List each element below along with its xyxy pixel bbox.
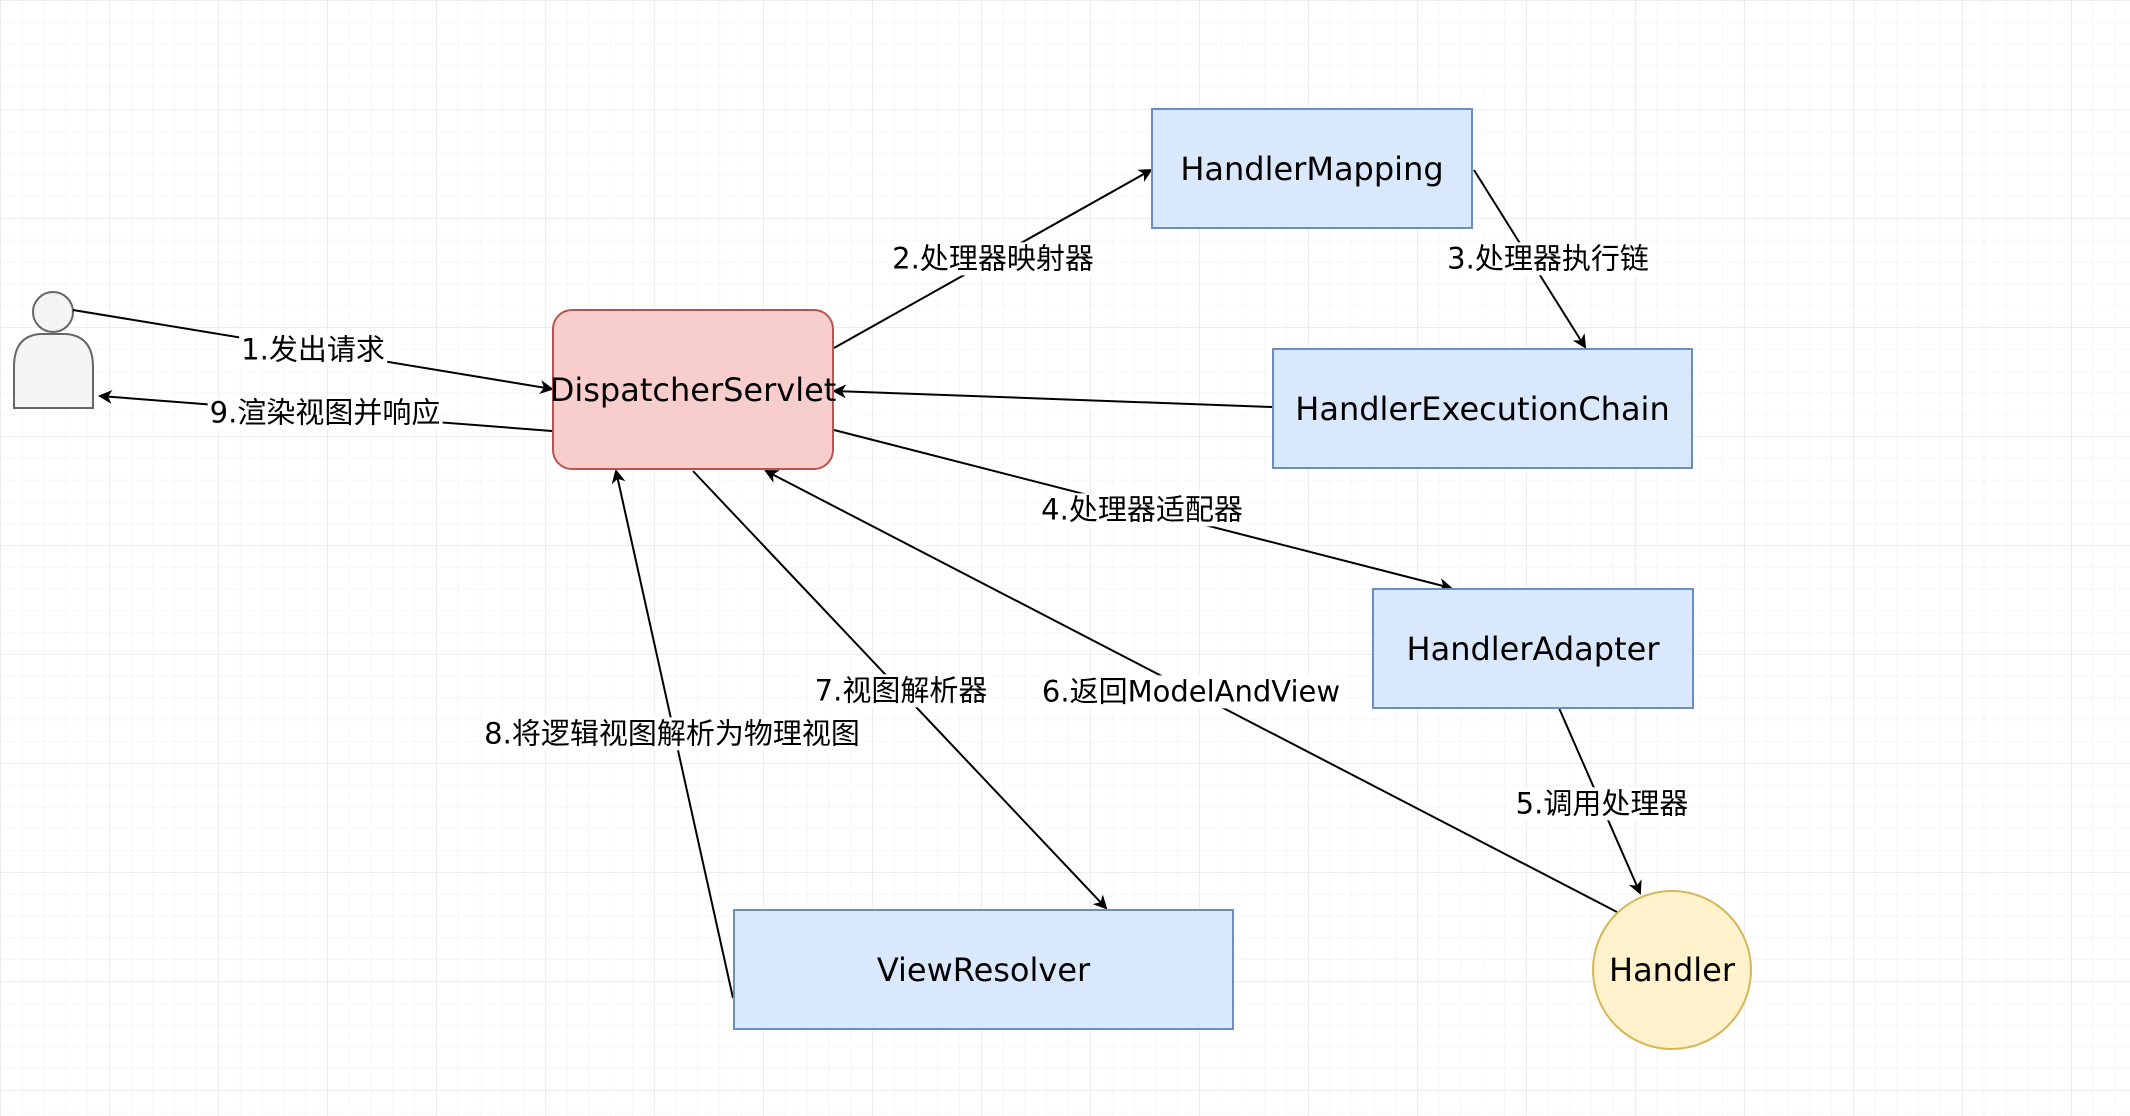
edge-2-label: 2.处理器映射器 [890, 241, 1096, 276]
edge-chain-return-line [832, 384, 1273, 408]
edge-4-label: 4.处理器适配器 [1039, 492, 1245, 527]
view-resolver-label: ViewResolver [876, 950, 1091, 989]
edge-6-label: 6.返回ModelAndView [1039, 674, 1343, 709]
handler-execution-chain-node: HandlerExecutionChain [1272, 348, 1693, 469]
dispatcher-servlet-label: DispatcherServlet [549, 370, 837, 409]
handler-execution-chain-label: HandlerExecutionChain [1295, 389, 1670, 428]
handler-mapping-node: HandlerMapping [1151, 108, 1473, 229]
handler-adapter-label: HandlerAdapter [1406, 629, 1660, 668]
handler-node: Handler [1592, 890, 1752, 1050]
edge-8-label: 8.将逻辑视图解析为物理视图 [482, 716, 862, 751]
edge-3-label: 3.处理器执行链 [1445, 241, 1651, 276]
handler-adapter-node: HandlerAdapter [1372, 588, 1694, 709]
handler-mapping-label: HandlerMapping [1180, 149, 1444, 188]
edge-1-label: 1.发出请求 [239, 332, 387, 367]
view-resolver-node: ViewResolver [733, 909, 1234, 1030]
dispatcher-servlet-node: DispatcherServlet [549, 309, 837, 470]
edge-5-label: 5.调用处理器 [1513, 786, 1691, 821]
edge-7-label: 7.视图解析器 [812, 673, 990, 708]
user-icon [13, 291, 94, 409]
handler-label: Handler [1609, 951, 1735, 989]
edge-9-label: 9.渲染视图并响应 [207, 395, 443, 430]
